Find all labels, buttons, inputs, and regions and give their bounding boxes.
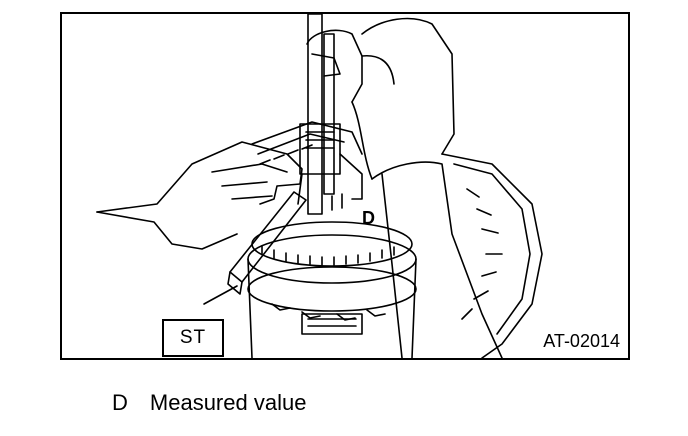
clutch-drum [247, 221, 417, 358]
vernier-caliper [297, 14, 363, 215]
left-hand [96, 141, 303, 250]
transmission-housing [251, 121, 543, 358]
straight-edge-tool [203, 191, 307, 305]
figure-code: AT-02014 [543, 331, 620, 351]
st-callout: ST [162, 319, 224, 357]
legend-item: D Measured value [112, 390, 306, 416]
right-hand [306, 17, 503, 358]
measurement-illustration [96, 14, 543, 358]
illustration-frame: ST D AT-02014 [60, 12, 630, 360]
legend-key: D [112, 390, 128, 415]
legend-text: Measured value [149, 390, 307, 415]
d-callout: D [362, 208, 375, 228]
